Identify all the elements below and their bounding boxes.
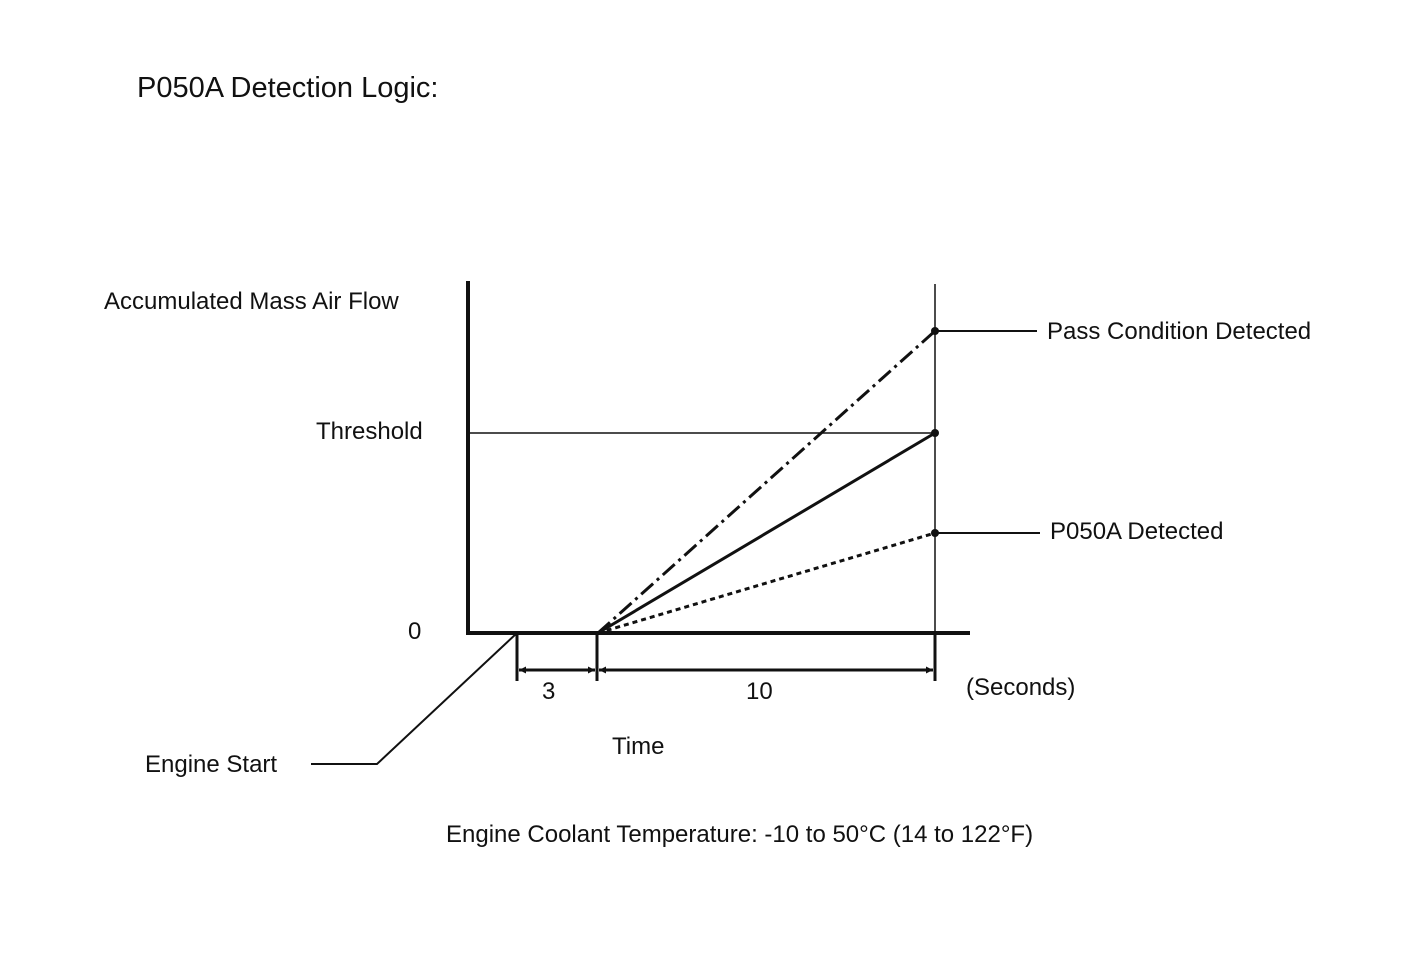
window-duration-label: 10 bbox=[746, 678, 773, 705]
threshold-point bbox=[931, 429, 939, 437]
zero-label: 0 bbox=[408, 618, 422, 645]
pass-condition-line bbox=[596, 329, 937, 635]
time-unit-label: (Seconds) bbox=[966, 674, 1076, 701]
engine-start-label: Engine Start bbox=[145, 751, 278, 778]
p050a-detected-label: P050A Detected bbox=[1050, 518, 1224, 545]
engine-start-leader bbox=[311, 632, 518, 765]
p050a-detected-line bbox=[597, 531, 936, 635]
threshold-trend-line bbox=[597, 431, 936, 635]
y-axis-label: Accumulated Mass Air Flow bbox=[104, 288, 399, 315]
threshold-label: Threshold bbox=[316, 418, 423, 445]
delay-duration-label: 3 bbox=[542, 678, 556, 705]
diagram-title: P050A Detection Logic: bbox=[137, 72, 439, 104]
pass-condition-label: Pass Condition Detected bbox=[1047, 318, 1312, 345]
coolant-condition-note: Engine Coolant Temperature: -10 to 50°C … bbox=[446, 821, 1034, 848]
x-axis-label: Time bbox=[612, 733, 665, 760]
